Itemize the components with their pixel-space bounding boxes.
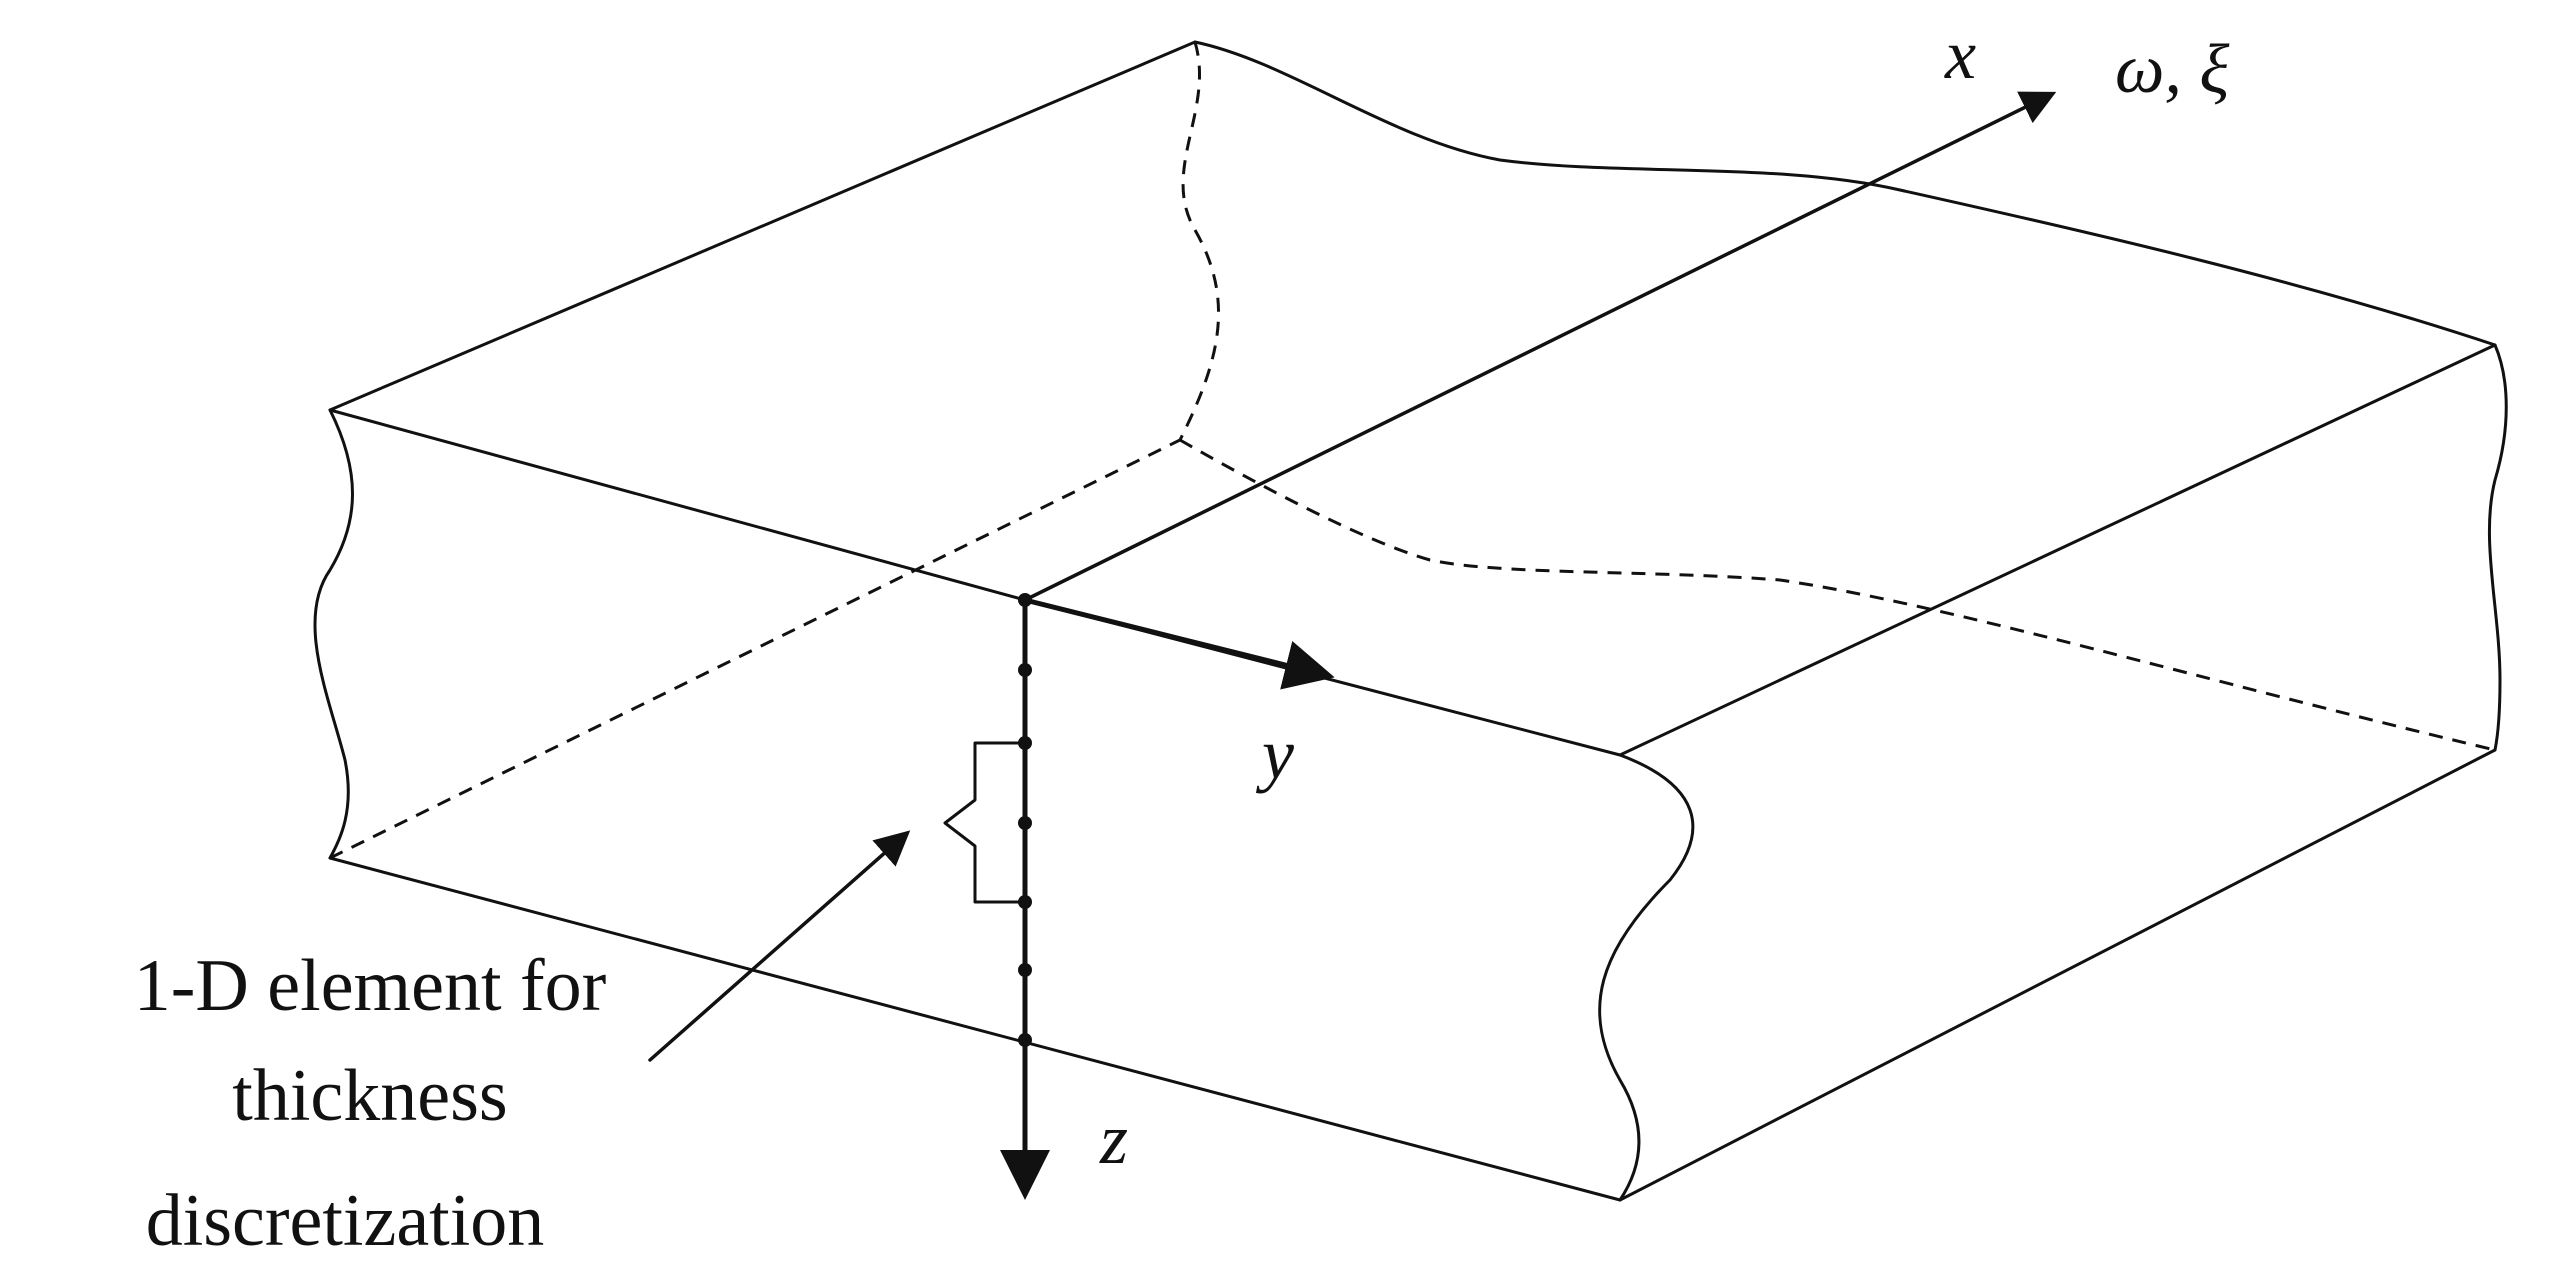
element-bracket xyxy=(943,741,1022,904)
coordinate-axes xyxy=(1000,91,2057,1200)
z-axis-label: z xyxy=(1099,1099,1128,1179)
x-axis-arrow xyxy=(1023,91,2057,602)
omega-xi-label: ω, ξ xyxy=(2115,31,2229,108)
callout-text: 1-D element for thickness discretization xyxy=(134,945,607,1262)
element-node xyxy=(1018,816,1032,830)
top-face-front-edge xyxy=(328,408,1622,757)
callout-arrow xyxy=(648,830,911,1062)
element-node xyxy=(1018,593,1032,607)
callout-line-3: discretization xyxy=(146,1180,545,1262)
x-axis-label: x xyxy=(1944,17,1976,94)
right-front-wavy-edge xyxy=(1598,753,1695,1202)
element-node xyxy=(1018,663,1032,677)
element-node xyxy=(1018,736,1032,750)
right-back-wavy-edge xyxy=(2487,343,2508,752)
top-face-left-back-edge xyxy=(328,40,1197,412)
callout-line-1: 1-D element for xyxy=(134,945,607,1027)
thickness-element-nodes xyxy=(1018,593,1032,1047)
y-axis-label: y xyxy=(1255,714,1294,794)
hidden-bottom-left-edge xyxy=(329,438,1181,860)
element-node xyxy=(1018,1033,1032,1047)
top-face-right-edge xyxy=(1618,343,2497,757)
bottom-right-edge xyxy=(1618,748,2497,1202)
y-axis-arrow xyxy=(1022,597,1335,690)
element-node xyxy=(1018,963,1032,977)
left-front-wavy-edge xyxy=(313,408,354,860)
callout-line-2: thickness xyxy=(232,1055,507,1137)
element-node xyxy=(1018,895,1032,909)
bottom-front-edge xyxy=(328,856,1622,1202)
hidden-back-wavy-edge xyxy=(1178,41,1220,441)
hidden-bottom-back-edge xyxy=(1179,438,2496,752)
plate-hidden-edges xyxy=(329,41,2496,860)
plate-solid-edges xyxy=(313,40,2508,1202)
top-face-far-back-edge xyxy=(1193,40,2497,347)
